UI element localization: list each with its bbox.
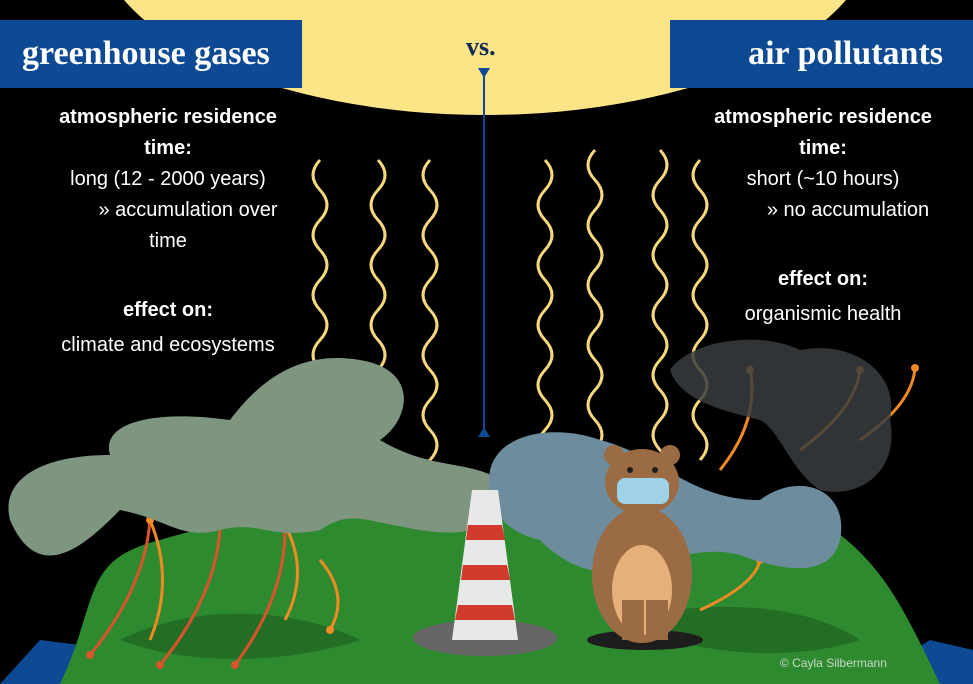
- smoke-cloud: [670, 339, 892, 492]
- greenhouse-gas-cloud: [8, 358, 502, 556]
- residence-heading: atmospheric residence time:: [714, 106, 932, 159]
- consequence-line2: time: [149, 230, 187, 252]
- bear-with-mask: [587, 445, 703, 650]
- heat-arrow: [699, 559, 762, 612]
- residence-value: long (12 - 2000 years): [70, 168, 266, 190]
- residence-heading: atmospheric residence time:: [59, 106, 277, 159]
- effect-value: climate and ecosystems: [61, 334, 275, 356]
- sunlight-ray: [421, 158, 439, 492]
- heat-arrow: [318, 559, 340, 631]
- heat-arrow: [148, 519, 164, 641]
- greenhouse-gases-banner: greenhouse gases: [0, 20, 302, 88]
- copyright-credit: © Cayla Silbermann: [780, 656, 887, 670]
- versus-label: vs.: [466, 32, 496, 61]
- heat-arrow-head: [911, 364, 919, 372]
- sunlight-ray: [691, 158, 709, 462]
- heat-arrow-head: [156, 661, 164, 669]
- effect-value: organismic health: [744, 303, 902, 325]
- divider-arrow-top: [478, 68, 490, 78]
- air-pollutants-info: atmospheric residence time: short (~10 h…: [700, 102, 946, 330]
- heat-arrow: [233, 529, 287, 666]
- heat-arrow-head: [231, 661, 239, 669]
- effect-heading: effect on:: [123, 299, 213, 321]
- divider-arrow-bottom: [478, 427, 490, 437]
- heat-arrow: [158, 529, 222, 666]
- air-pollutants-banner: air pollutants: [670, 20, 973, 88]
- heat-arrow: [88, 519, 152, 656]
- sun: [124, 0, 846, 115]
- smokestack: [413, 490, 557, 656]
- consequence-line1: » accumulation over: [98, 199, 278, 221]
- face-mask: [617, 478, 669, 504]
- residence-value: short (~10 hours): [746, 168, 900, 190]
- effect-heading: effect on:: [778, 268, 868, 290]
- heat-arrow-head: [86, 651, 94, 659]
- heat-arrow-head: [326, 626, 334, 634]
- consequence: » no accumulation: [766, 199, 930, 221]
- greenhouse-gases-info: atmospheric residence time: long (12 - 2…: [36, 102, 300, 361]
- sunlight-ray: [651, 148, 669, 482]
- heat-arrow: [283, 524, 299, 621]
